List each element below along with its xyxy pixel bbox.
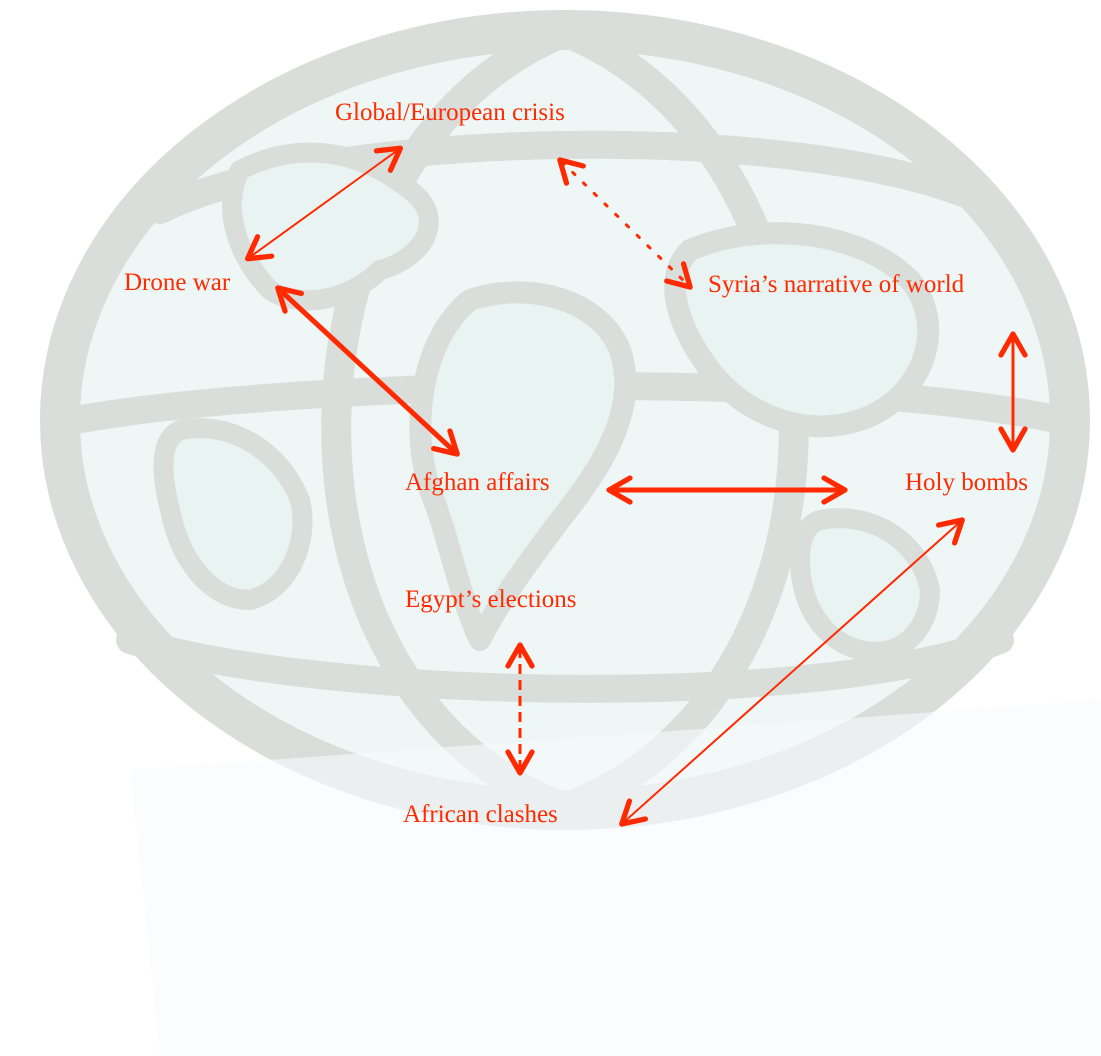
node-african-clashes: African clashes — [403, 801, 558, 828]
edge-global-syria — [557, 157, 693, 290]
edge-drone-afghan — [275, 285, 460, 457]
node-syrias-narrative-of-world: Syria’s narrative of world — [708, 271, 965, 298]
node-afghan-affairs: Afghan affairs — [405, 469, 550, 496]
edge-holy-african — [619, 517, 965, 827]
edge-global-drone — [244, 145, 404, 262]
node-holy-bombs: Holy bombs — [905, 469, 1028, 496]
node-drone-war: Drone war — [124, 269, 231, 296]
node-global-european-crisis: Global/European crisis — [335, 99, 565, 126]
node-egypts-elections: Egypt’s elections — [405, 586, 577, 613]
